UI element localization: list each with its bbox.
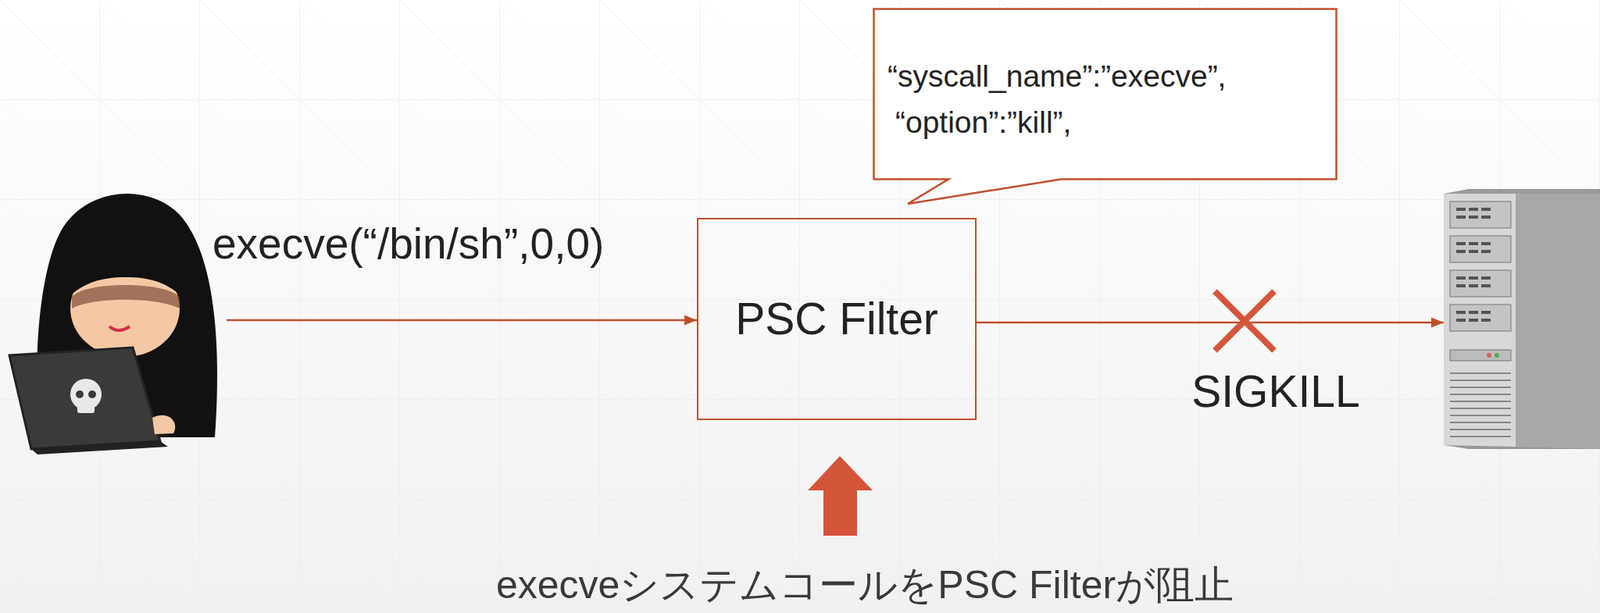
config-line: “option”:”kill”, bbox=[887, 99, 1324, 146]
caption-text: execveシステムコールをPSC Filterが阻止 bbox=[496, 564, 1234, 608]
box-label: PSC Filter bbox=[735, 294, 939, 344]
up-arrow bbox=[807, 456, 873, 536]
blocked-arrow bbox=[976, 321, 1444, 325]
server-icon bbox=[1443, 189, 1600, 450]
syscall-text: execve(“/bin/sh”,0,0) bbox=[212, 220, 604, 268]
request-arrow bbox=[226, 319, 697, 322]
callout-box: “syscall_name”:”execve”,“option”:”kill”, bbox=[872, 7, 1338, 181]
signal-label: SIGKILL bbox=[1191, 367, 1360, 417]
block-cross bbox=[1214, 291, 1275, 351]
config-line: “syscall_name”:”execve”, bbox=[887, 53, 1324, 100]
hacker-figure bbox=[9, 193, 218, 455]
filter-box: PSC Filter bbox=[696, 217, 977, 421]
